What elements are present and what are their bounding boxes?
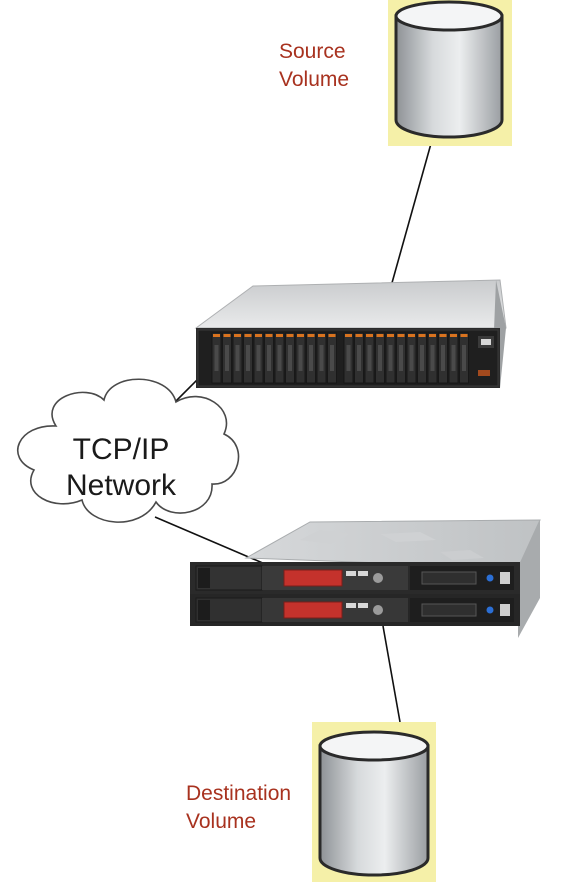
drive-bay-accent <box>255 334 262 337</box>
drive-bay-accent <box>460 334 468 337</box>
connector-server-to-destination <box>382 625 401 723</box>
drive-bay-handle <box>235 345 240 371</box>
drive-bay-handle <box>288 345 292 371</box>
server-unit-lower <box>190 594 520 626</box>
drive-bay-accent <box>439 334 447 337</box>
drive-bay-accent <box>328 334 336 337</box>
server-unit-upper <box>190 562 520 594</box>
network-label-line1: TCP/IP <box>72 433 170 466</box>
source-volume <box>388 0 512 146</box>
destination-volume <box>312 722 436 882</box>
drive-bay-accent <box>366 334 373 337</box>
drive-bay-accent <box>244 334 252 337</box>
drive-bay-accent <box>297 334 304 337</box>
connector-source-to-array <box>389 139 433 291</box>
drive-bay-handle <box>246 345 250 371</box>
network-label: TCP/IP Network <box>38 432 204 504</box>
drive-bay-accent <box>429 334 436 337</box>
drive-bay-accent <box>397 334 405 337</box>
drive-bay-handle <box>367 345 372 371</box>
drive-bay-accent <box>286 334 294 337</box>
drive-bay-handle <box>225 345 229 371</box>
drive-bay-handle <box>420 345 424 371</box>
drive-bay-accent <box>418 334 426 337</box>
drive-bays <box>211 332 469 384</box>
drive-bay-handle <box>451 345 456 371</box>
drive-bay-handle <box>357 345 361 371</box>
drive-bay-accent <box>265 334 273 337</box>
drive-bay-handle <box>256 345 261 371</box>
drive-bay-handle <box>441 345 445 371</box>
drive-bay-handle <box>409 345 414 371</box>
drive-bay-handle <box>330 345 334 371</box>
connector-network-to-server <box>154 516 266 565</box>
storage-array-icon <box>194 279 507 388</box>
drive-bay-accent <box>213 334 220 337</box>
drive-bay-handle <box>388 345 393 371</box>
drive-bay-handle <box>277 345 282 371</box>
drive-bay-accent <box>387 334 394 337</box>
network-label-line2: Network <box>65 469 177 502</box>
drive-bay-accent <box>318 334 325 337</box>
drive-bay-handle <box>462 345 466 371</box>
drive-bay-handle <box>399 345 403 371</box>
source-volume-label: Source Volume <box>279 38 349 94</box>
drive-bay-accent <box>345 334 352 337</box>
drive-bay-handle <box>346 345 351 371</box>
drive-bay-accent <box>376 334 384 337</box>
drive-bay-accent <box>223 334 231 337</box>
cloud-icon <box>16 378 240 523</box>
drive-bay-handle <box>298 345 303 371</box>
source-volume-label-line1: Source <box>279 40 346 63</box>
drive-bay-accent <box>408 334 415 337</box>
drive-bay-accent <box>307 334 315 337</box>
drive-bay-accent <box>355 334 363 337</box>
drive-bay-accent <box>276 334 283 337</box>
drive-bay-handle <box>214 345 219 371</box>
drive-bay-handle <box>309 345 313 371</box>
database-cylinder-icon <box>394 0 504 139</box>
drive-bay-accent <box>234 334 241 337</box>
drive-bay-handle <box>378 345 382 371</box>
rack-server-icon <box>190 519 541 638</box>
destination-volume-label-line2: Volume <box>186 810 257 833</box>
drive-bay-handle <box>267 345 271 371</box>
drive-bay-handle <box>430 345 435 371</box>
drive-bay-handle <box>319 345 324 371</box>
drive-bay-accent <box>450 334 457 337</box>
database-cylinder-icon <box>318 730 430 877</box>
destination-volume-label: Destination Volume <box>186 780 291 836</box>
source-volume-label-line2: Volume <box>279 68 350 91</box>
destination-volume-label-line1: Destination <box>186 782 292 805</box>
